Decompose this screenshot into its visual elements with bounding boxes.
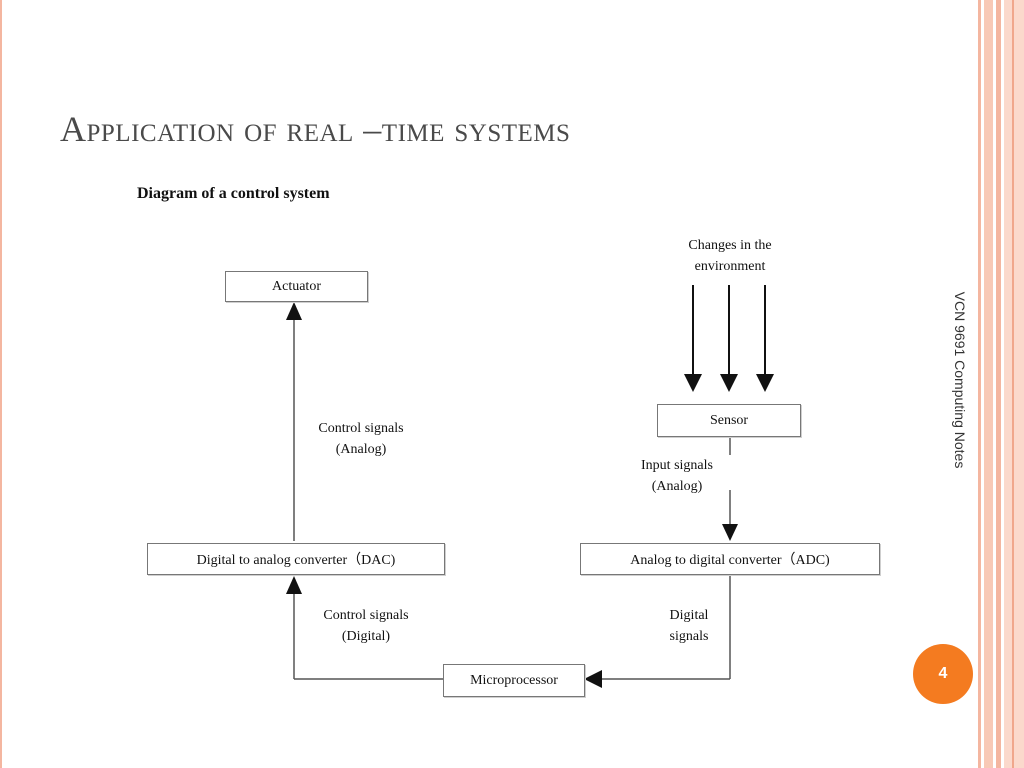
- dac-box: Digital to analog converter（DAC): [147, 543, 445, 575]
- environment-arrowhead: [720, 374, 738, 392]
- sensor-box: Sensor: [657, 404, 801, 437]
- right-border-stripe: [996, 0, 1001, 768]
- environment-arrowhead: [684, 374, 702, 392]
- adc-to-micro-arrowhead: [584, 670, 602, 688]
- label-line: Control signals: [318, 421, 404, 436]
- environment-label-line: environment: [694, 259, 766, 274]
- slide-title: Application of real –time systems: [60, 109, 571, 149]
- control-signals-analog-label: Control signals (Analog): [318, 418, 403, 460]
- page-number-badge: 4: [913, 644, 973, 704]
- right-border-stripe: [1012, 0, 1014, 768]
- left-border-stripe: [0, 0, 2, 768]
- environment-label-line: Changes in the: [688, 238, 772, 253]
- microprocessor-box: Microprocessor: [443, 664, 585, 697]
- diagram-heading: Diagram of a control system: [137, 185, 330, 202]
- input-signals-analog-label: Input signals (Analog): [641, 455, 713, 497]
- right-border-stripe: [978, 0, 981, 768]
- label-line: Digital: [669, 608, 709, 623]
- label-line: Input signals: [641, 458, 713, 473]
- label-line: (Analog): [651, 479, 703, 494]
- label-line: (Digital): [341, 629, 391, 644]
- digital-signals-label: Digital signals: [670, 605, 709, 647]
- control-signals-digital-label: Control signals (Digital): [323, 605, 408, 647]
- micro-to-dac-arrowhead: [286, 576, 302, 594]
- right-border-stripe: [984, 0, 993, 768]
- dac-to-actuator-arrowhead: [286, 302, 302, 320]
- adc-box: Analog to digital converter（ADC): [580, 543, 880, 575]
- label-line: signals: [669, 629, 709, 644]
- label-line: (Analog): [335, 442, 387, 457]
- sensor-to-adc-arrowhead: [722, 524, 738, 541]
- label-line: Control signals: [323, 608, 409, 623]
- right-border-stripe: [1004, 0, 1024, 768]
- actuator-box: Actuator: [225, 271, 368, 302]
- environment-arrowhead: [756, 374, 774, 392]
- environment-label: Changes in the environment: [688, 235, 771, 277]
- page-number: 4: [938, 665, 948, 682]
